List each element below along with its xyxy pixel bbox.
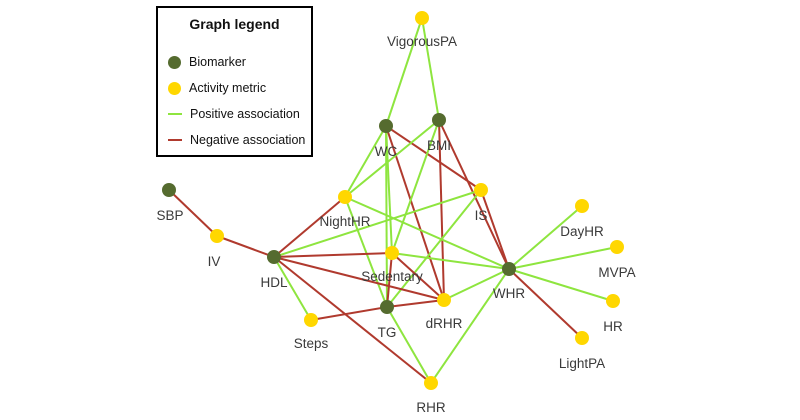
edge-BMI-NightHR [344,119,440,198]
edge-NightHR-WHR [344,196,510,270]
node-IS [474,183,488,197]
edge-TG-Steps [310,306,388,321]
node-MVPA [610,240,624,254]
node-DayHR [575,199,589,213]
edge-IV-HDL [216,235,275,258]
edge-TG-RHR [386,306,432,384]
edge-NightHR-TG [344,196,388,308]
node-label-Steps: Steps [294,336,329,351]
legend-label-activity: Activity metric [189,81,267,95]
edge-WHR-HR [508,268,614,302]
node-label-LightPA: LightPA [559,356,605,371]
node-label-Sedentary: Sedentary [361,269,423,284]
edge-BMI-dRHR [438,119,445,301]
edge-Sedentary-TG [386,252,393,308]
edge-IS-WHR [480,189,510,270]
node-label-HR: HR [603,319,623,334]
edges-layer [168,17,618,384]
node-Steps [304,313,318,327]
edge-BMI-WHR [438,119,510,270]
legend-label-negative: Negative association [190,133,306,147]
edge-Sedentary-WHR [391,252,510,270]
node-WC [379,119,393,133]
edge-WC-NightHR [344,125,387,198]
edge-WHR-RHR [430,268,510,384]
edge-NightHR-HDL [273,196,346,258]
node-label-NightHR: NightHR [319,214,370,229]
node-label-dRHR: dRHR [426,316,463,331]
node-IV [210,229,224,243]
legend-item-negative: Negative association [168,130,305,150]
node-label-DayHR: DayHR [560,224,604,239]
edge-VigorousPA-WC [385,17,423,127]
edge-VigorousPA-BMI [421,17,440,121]
node-dRHR [437,293,451,307]
edge-SBP-IV [168,189,218,237]
node-label-MVPA: MVPA [598,265,635,280]
edge-BMI-Sedentary [391,119,440,254]
edge-HDL-Sedentary [273,252,393,258]
edge-WHR-MVPA [508,246,618,270]
legend-item-biomarker: Biomarker [168,52,246,72]
edge-IS-TG [386,189,482,308]
node-label-IS: IS [475,208,488,223]
edge-WC-TG [385,125,388,308]
node-label-TG: TG [378,325,397,340]
node-label-WHR: WHR [493,286,525,301]
graph-legend: Graph legend Biomarker Activity metric P… [156,6,313,157]
edge-HDL-Steps [273,256,312,321]
node-label-SBP: SBP [156,208,183,223]
node-label-WC: WC [375,144,398,159]
node-TG [380,300,394,314]
legend-item-positive: Positive association [168,104,300,124]
labels-layer: VigorousPA WC BMI SBP IV NightHR IS DayHR HDL Sed… [156,34,635,415]
edge-WHR-LightPA [508,268,583,339]
edge-WHR-dRHR [443,268,510,301]
positive-line-icon [168,113,182,115]
legend-label-positive: Positive association [190,107,300,121]
node-label-BMI: BMI [427,138,451,153]
node-BMI [432,113,446,127]
negative-line-icon [168,139,182,141]
node-HR [606,294,620,308]
node-VigorousPA [415,11,429,25]
edge-WHR-DayHR [508,205,583,270]
edge-WC-IS [385,125,482,191]
node-label-IV: IV [208,254,221,269]
node-HDL [267,250,281,264]
biomarker-dot-icon [168,55,181,69]
node-Sedentary [385,246,399,260]
node-LightPA [575,331,589,345]
edge-HDL-dRHR [273,256,445,301]
edge-Sedentary-dRHR [391,252,445,301]
node-WHR [502,262,516,276]
node-label-HDL: HDL [260,275,287,290]
node-label-RHR: RHR [416,400,445,415]
legend-label-biomarker: Biomarker [189,55,246,69]
activity-dot-icon [168,81,181,95]
node-RHR [424,376,438,390]
node-label-VigorousPA: VigorousPA [387,34,457,49]
edge-IS-HDL [273,189,482,258]
legend-title: Graph legend [189,16,280,32]
nodes-layer [162,11,624,390]
node-NightHR [338,190,352,204]
edge-HDL-RHR [273,256,432,384]
legend-item-activity: Activity metric [168,78,266,98]
edge-TG-dRHR [386,299,445,308]
node-SBP [162,183,176,197]
